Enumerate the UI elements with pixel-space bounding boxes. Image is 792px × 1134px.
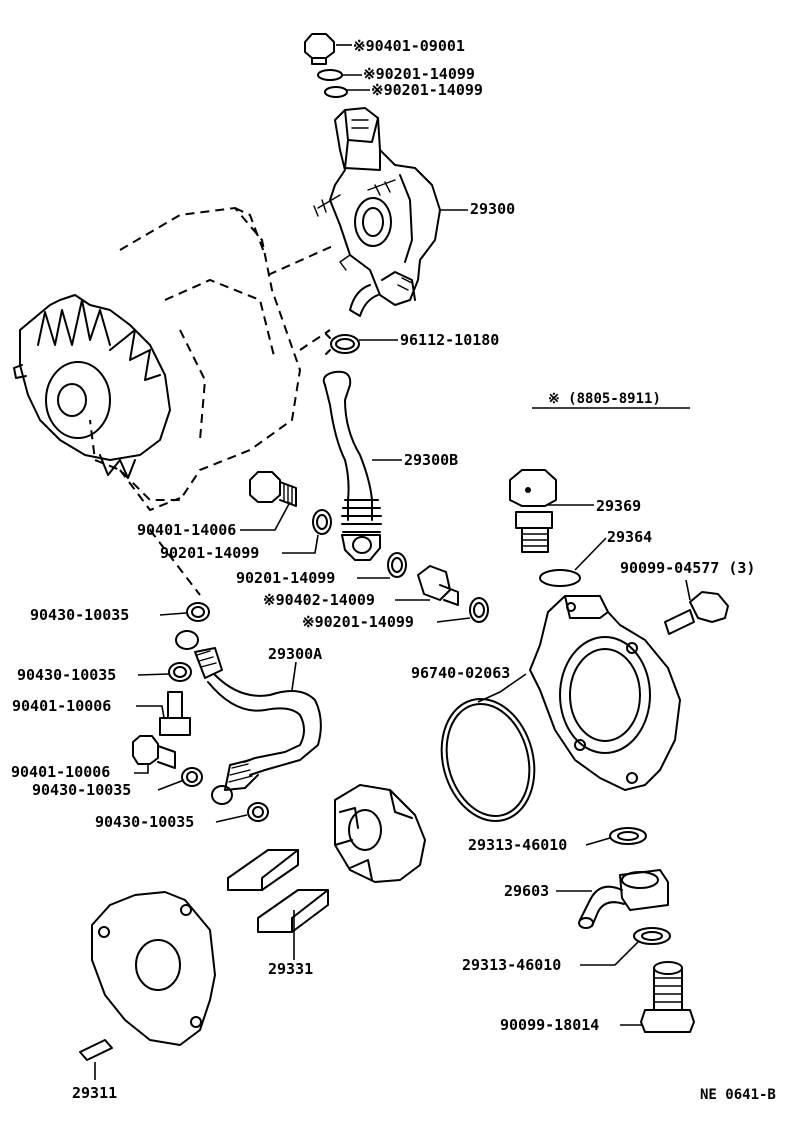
label-90401-10006-b: 90401-10006 (11, 763, 110, 781)
leader-lines (94, 44, 691, 1080)
label-29300A: 29300A (268, 645, 322, 663)
alternator-pulley (13, 294, 171, 479)
gasket-top-a (317, 69, 343, 81)
gasket-top-b (324, 86, 348, 98)
rotor (334, 784, 426, 883)
label-90201-14099-e: ※90201-14099 (302, 613, 414, 631)
pin (79, 1039, 113, 1061)
gasket-14099-c (312, 509, 332, 535)
label-90430-10035-c: 90430-10035 (32, 781, 131, 799)
vacuum-hose-b (322, 370, 382, 561)
o-ring (440, 697, 536, 823)
label-90201-14099-a: ※90201-14099 (363, 65, 475, 83)
label-90201-14099-b: ※90201-14099 (371, 81, 483, 99)
label-90402-14009: ※90402-14009 (263, 591, 375, 609)
label-29313-46010-b: 29313-46010 (462, 956, 561, 974)
label-29331: 29331 (268, 960, 313, 978)
check-valve (509, 469, 557, 553)
label-90099-18014: 90099-18014 (500, 1016, 599, 1034)
bolt-10006-a (159, 691, 191, 736)
label-90201-14099-d: 90201-14099 (236, 569, 335, 587)
gasket-46010-b (633, 927, 671, 945)
label-29300B: 29300B (404, 451, 458, 469)
alternator-outline (89, 206, 336, 596)
hose-clamp (325, 333, 360, 355)
label-date-range: ※ (8805-8911) (548, 391, 661, 407)
union-elbow-29603 (578, 869, 669, 929)
label-29369: 29369 (596, 497, 641, 515)
gasket-14099-d (387, 552, 407, 578)
label-29364: 29364 (607, 528, 652, 546)
gasket-46010-a (609, 827, 647, 845)
bolt-10006-b (132, 735, 176, 769)
label-29300: 29300 (470, 200, 515, 218)
pump-cover-plate (91, 891, 216, 1046)
label-90430-10035-a: 90430-10035 (30, 606, 129, 624)
label-96740-02063: 96740-02063 (411, 664, 510, 682)
vane-upper (227, 849, 299, 891)
gasket-29364 (539, 569, 581, 587)
label-29603: 29603 (504, 882, 549, 900)
label-96112-10180: 96112-10180 (400, 331, 499, 349)
vane-lower (257, 889, 329, 933)
gasket-10035-d (247, 802, 269, 822)
gasket-14099-e (469, 597, 489, 623)
vacuum-hose-a (175, 630, 322, 805)
union-90402 (417, 565, 459, 606)
label-29311: 29311 (72, 1084, 117, 1102)
label-29313-46010-a: 29313-46010 (468, 836, 567, 854)
gasket-10035-a (186, 602, 210, 622)
union-bolt-top (304, 33, 335, 65)
label-90201-14099-c: 90201-14099 (160, 544, 259, 562)
label-90430-10035-d: 90430-10035 (95, 813, 194, 831)
bolt-90099-04577 (664, 591, 729, 635)
bolt-90099-18014 (640, 961, 695, 1033)
gasket-10035-b (168, 662, 192, 682)
label-90430-10035-b: 90430-10035 (17, 666, 116, 684)
label-90401-10006-a: 90401-10006 (12, 697, 111, 715)
label-90401-14006: 90401-14006 (137, 521, 236, 539)
diagram-code: NE 0641-B (700, 1087, 776, 1103)
pump-housing (529, 595, 681, 791)
gasket-10035-c (181, 767, 203, 787)
union-bolt-14006 (249, 471, 297, 507)
vacuum-pump-assembly (313, 107, 441, 317)
label-90099-04577: 90099-04577 (3) (620, 559, 755, 577)
label-90401-09001: ※90401-09001 (353, 37, 465, 55)
